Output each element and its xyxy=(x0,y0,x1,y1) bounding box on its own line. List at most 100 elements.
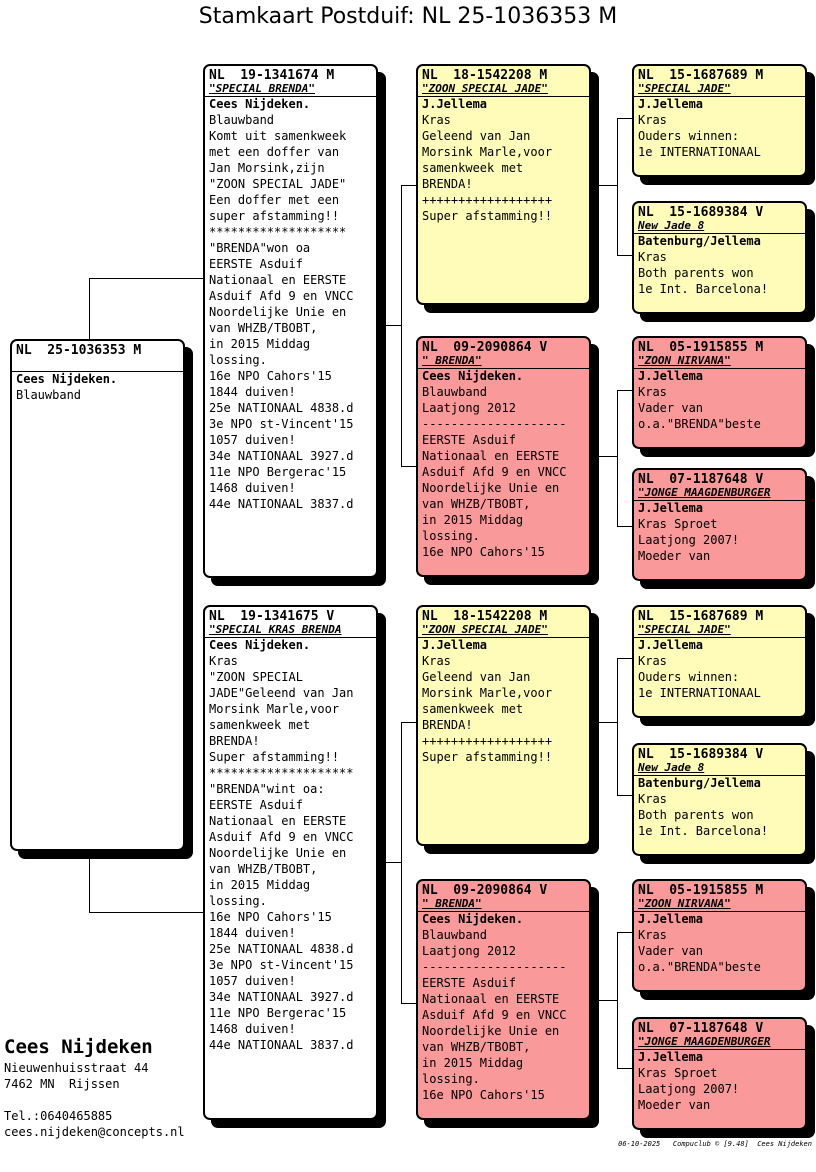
card-text-line: Super afstamming!! xyxy=(209,750,340,764)
card-text-line: ******************* xyxy=(209,225,347,239)
card-text-line: Laatjong 2007! xyxy=(638,1082,740,1096)
ring-number: NL 18-1542208 M xyxy=(422,609,548,624)
pigeon-card-father: NL 19-1341674 M"SPECIAL BRENDA" Cees Nijd… xyxy=(203,64,378,578)
card-header: NL 18-1542208 M"ZOON SPECIAL JADE" xyxy=(418,607,589,636)
card-text-line: Blauwband xyxy=(209,113,275,127)
card-text-line: Asduif Afd 9 en VNCC xyxy=(422,1008,567,1022)
breeder-email: cees.nijdeken@concepts.nl xyxy=(4,1125,185,1139)
divider xyxy=(205,96,376,97)
connector-line xyxy=(617,658,618,796)
connector-line xyxy=(617,390,634,391)
card-text-line: 3e NPO st-Vincent'15 xyxy=(209,417,354,431)
card-text-line: 1468 duiven! xyxy=(209,481,296,495)
print-stamp: 06-10-2025 Compuclub © [9.48] Cees Nijde… xyxy=(618,1140,812,1148)
owner-name: Cees Nijdeken. xyxy=(16,372,118,386)
card-body: Cees Nijdeken.Blauwband xyxy=(12,372,183,403)
pigeon-name: "JONGE MAAGDENBURGER xyxy=(638,1035,771,1048)
card-text-line: lossing. xyxy=(209,353,267,367)
card-text-line: van WHZB/TBOBT, xyxy=(422,1040,531,1054)
pigeon-name: "SPECIAL BRENDA" xyxy=(209,82,315,95)
owner-name: J.Jellema xyxy=(422,97,488,111)
card-text-line: Geleend van Jan xyxy=(422,129,531,143)
connector-line xyxy=(617,932,634,933)
card-header: NL 09-2090864 V" BRENDA" xyxy=(418,338,589,367)
owner-name: J.Jellema xyxy=(638,97,704,111)
card-text-line: "BRENDA"won oa xyxy=(209,241,311,255)
card-header: NL 05-1915855 M"ZOON NIRVANA" xyxy=(634,338,805,367)
owner-name: J.Jellema xyxy=(422,638,488,652)
card-text-line: Komt uit samenkweek xyxy=(209,129,347,143)
card-text-line: Asduif Afd 9 en VNCC xyxy=(209,289,354,303)
card-text-line: Laatjong 2012 xyxy=(422,944,516,958)
connector-line xyxy=(617,390,618,527)
connector-line xyxy=(378,862,402,863)
divider xyxy=(634,775,805,776)
card-text-line: Jan Morsink,zijn xyxy=(209,161,325,175)
pigeon-name: "SPECIAL JADE" xyxy=(638,82,731,95)
pigeon-card-main: NL 25-1036353 M Cees Nijdeken.Blauwband xyxy=(10,339,185,851)
card-text-line: Blauwband xyxy=(422,928,488,942)
connector-line xyxy=(617,932,618,1069)
connector-line xyxy=(89,912,205,913)
card-text-line: "ZOON SPECIAL xyxy=(209,670,303,684)
connector-line xyxy=(617,255,634,256)
card-text-line: Kras xyxy=(422,654,451,668)
card-text-line: Asduif Afd 9 en VNCC xyxy=(422,465,567,479)
card-text-line: Kras xyxy=(422,113,451,127)
card-text-line: ++++++++++++++++++ xyxy=(422,734,553,748)
card-text-line: samenkweek met xyxy=(422,702,524,716)
connector-line xyxy=(592,185,618,186)
divider xyxy=(418,368,589,369)
connector-line xyxy=(592,1000,618,1001)
card-text-line: 1057 duiven! xyxy=(209,433,296,447)
card-text-line: Both parents won xyxy=(638,808,754,822)
card-text-line: Kras xyxy=(638,250,667,264)
ring-number: NL 15-1689384 V xyxy=(638,747,764,762)
card-text-line: 11e NPO Bergerac'15 xyxy=(209,465,347,479)
divider xyxy=(418,96,589,97)
card-text-line: Laatjong 2007! xyxy=(638,533,740,547)
card-header: NL 15-1687689 M"SPECIAL JADE" xyxy=(634,66,805,95)
card-text-line: Geleend van Jan xyxy=(422,670,531,684)
pigeon-name: "ZOON SPECIAL JADE" xyxy=(422,82,548,95)
card-text-line: EERSTE Asduif xyxy=(209,798,303,812)
owner-name: Cees Nijdeken. xyxy=(209,638,311,652)
ring-number: NL 19-1341674 M xyxy=(209,68,335,83)
card-text-line: samenkweek met xyxy=(209,718,311,732)
owner-name: Batenburg/Jellema xyxy=(638,776,761,790)
card-text-line: samenkweek met xyxy=(422,161,524,175)
page-title: Stamkaart Postduif: NL 25-1036353 M xyxy=(198,4,618,29)
divider xyxy=(418,637,589,638)
header-spacer xyxy=(16,358,179,370)
pigeon-name: "ZOON SPECIAL JADE" xyxy=(422,623,548,636)
card-text-line: 1e INTERNATIONAAL xyxy=(638,686,761,700)
divider xyxy=(634,368,805,369)
pigeon-name: New Jade 8 xyxy=(638,761,705,774)
ring-number: NL 25-1036353 M xyxy=(16,343,142,358)
card-text-line: Super afstamming!! xyxy=(422,750,553,764)
divider xyxy=(634,233,805,234)
card-text-line: in 2015 Middag xyxy=(209,878,311,892)
connector-line xyxy=(592,722,618,723)
card-header: NL 25-1036353 M xyxy=(12,341,183,370)
owner-name: Cees Nijdeken. xyxy=(422,912,524,926)
card-header: NL 05-1915855 M"ZOON NIRVANA" xyxy=(634,881,805,910)
card-text-line: van WHZB/TBOBT, xyxy=(209,321,318,335)
card-text-line: EERSTE Asduif xyxy=(422,976,516,990)
card-text-line: 3e NPO st-Vincent'15 xyxy=(209,958,354,972)
card-text-line: Nationaal en EERSTE xyxy=(209,273,347,287)
connector-line xyxy=(89,278,205,279)
owner-name: J.Jellema xyxy=(638,912,704,926)
card-text-line: super afstamming!! xyxy=(209,209,340,223)
card-text-line: in 2015 Middag xyxy=(209,337,311,351)
card-text-line: Kras xyxy=(638,113,667,127)
card-text-line: Kras xyxy=(638,928,667,942)
card-text-line: BRENDA! xyxy=(209,734,260,748)
card-text-line: van WHZB/TBOBT, xyxy=(209,862,318,876)
